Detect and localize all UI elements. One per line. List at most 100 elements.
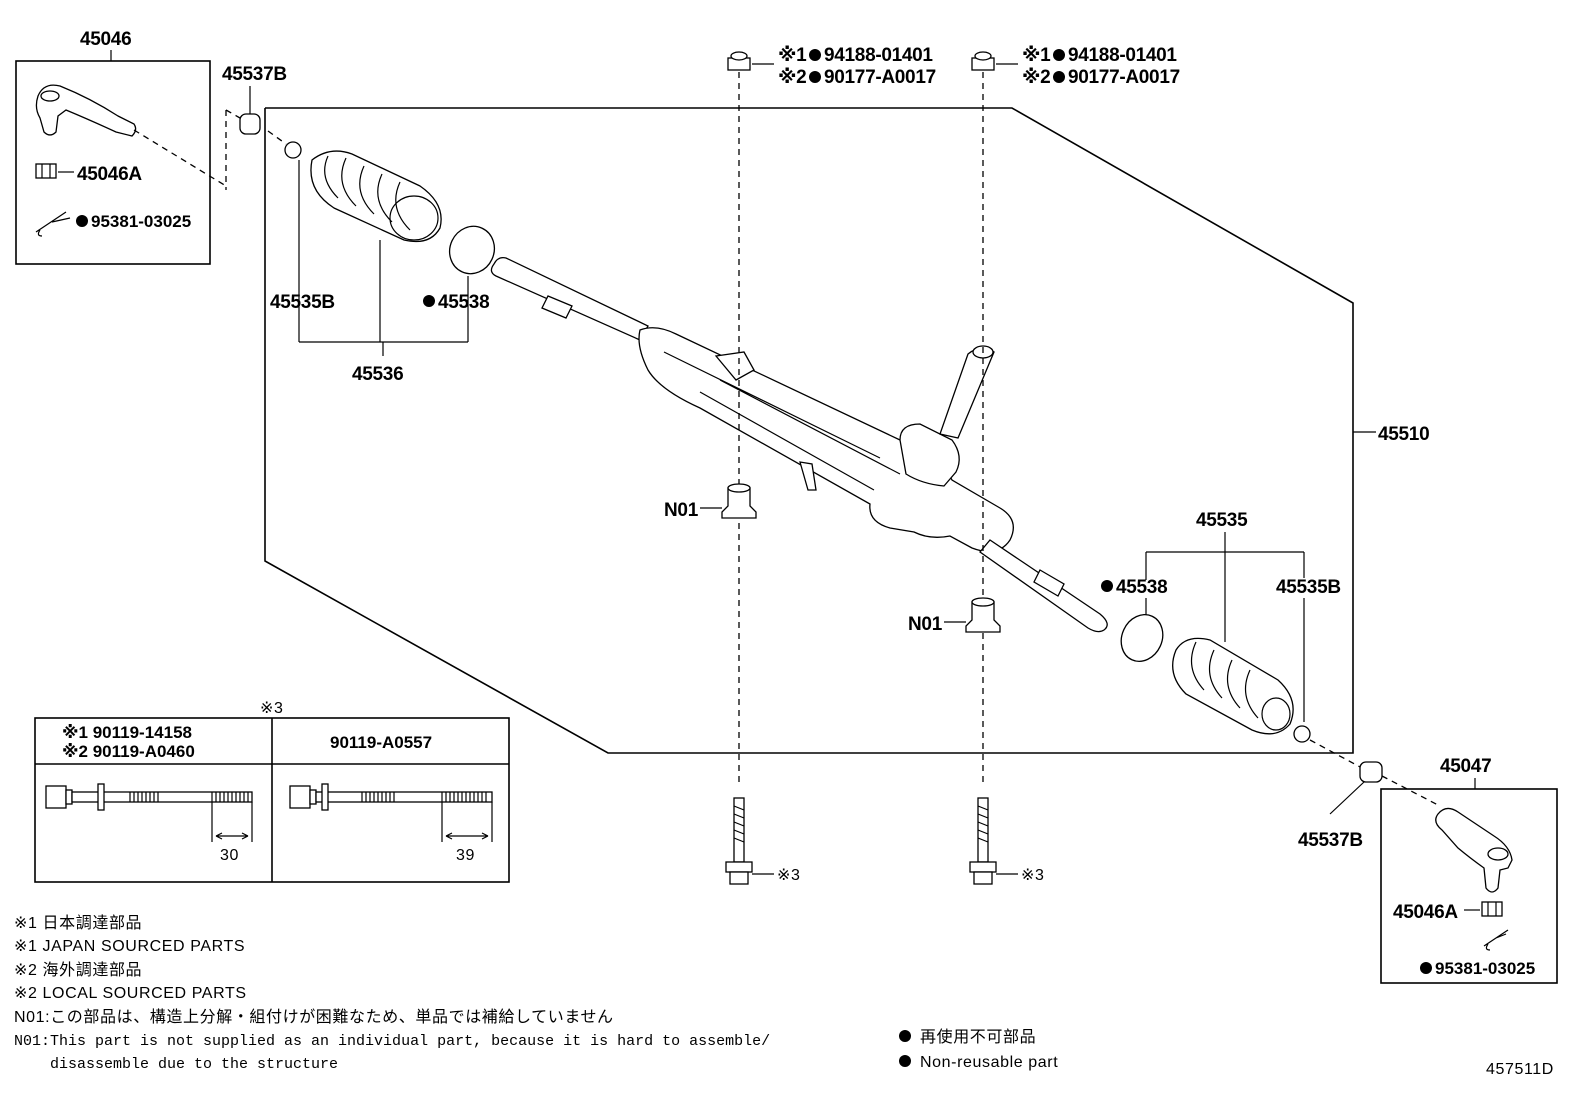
label-cotter-pin-right[interactable]: 95381-03025 (1435, 959, 1535, 978)
assembly-dash-line (1381, 775, 1441, 807)
n01-bushing-left-icon (721, 487, 757, 519)
rack-assembly-outline (264, 107, 1354, 754)
note-2-en: ※2 LOCAL SOURCED PARTS (14, 985, 247, 1002)
boot-right-group: 45535 45538 45535B (1101, 510, 1363, 769)
bolt-detail-1-icon (45, 783, 253, 842)
assembly-dash-line (133, 129, 227, 187)
tie-rod-end-right-group: 45047 45046A 95381-03025 (1380, 756, 1558, 984)
tie-rod-end-right-icon (1435, 807, 1513, 893)
mark-2-top-left: ※2 (778, 67, 806, 88)
non-reusable-dot-icon (809, 49, 821, 61)
label-bushing-left[interactable]: 45537B (222, 64, 287, 85)
dim-1: 30 (220, 847, 239, 864)
boot-clamp-right-icon (1120, 614, 1164, 662)
label-bolt-top-left-1[interactable]: 94188-01401 (824, 45, 934, 66)
n01-bushing-right-icon (965, 601, 1001, 633)
tie-rod-end-left-icon (35, 84, 137, 137)
dim-2: 39 (456, 847, 475, 864)
mark-3-bottom-right: ※3 (1021, 867, 1045, 884)
non-reusable-dot-icon (809, 71, 821, 83)
bushing-right-icon (1359, 761, 1383, 783)
label-clamp-right[interactable]: 45535B (1276, 577, 1341, 598)
nut-top-right-icon (971, 51, 995, 71)
label-tie-rod-end-left[interactable]: 45046 (80, 29, 132, 50)
bushing-right-group: 45537B (1298, 761, 1441, 851)
nut-left-icon (35, 163, 57, 179)
label-clamp-left[interactable]: 45535B (270, 292, 335, 313)
cotter-pin-left-icon (35, 211, 71, 237)
table-col1-line1: ※1 90119-14158 (62, 723, 192, 742)
n01-left-group: N01 (664, 483, 757, 521)
ball-joint-icon (40, 90, 60, 102)
label-n01-right[interactable]: N01 (908, 614, 943, 635)
assembly-dash-line (1309, 739, 1363, 769)
figure-id: 457511D (1486, 1061, 1554, 1078)
non-reusable-dot-icon (1101, 580, 1113, 592)
mark-1-top-left: ※1 (778, 45, 807, 66)
assembly-dash-line (267, 130, 287, 145)
non-reusable-dot-icon (899, 1030, 911, 1042)
label-nut-right[interactable]: 45046A (1393, 902, 1459, 923)
clamp-left-icon (284, 141, 302, 159)
table-col2: 90119-A0557 (330, 733, 432, 752)
label-bolt-top-right-1[interactable]: 94188-01401 (1068, 45, 1178, 66)
label-cotter-pin-left[interactable]: 95381-03025 (91, 212, 191, 231)
assembly-dash-line (225, 109, 241, 119)
legend-en: Non-reusable part (920, 1054, 1058, 1071)
bushing-left-group: 45537B (222, 64, 287, 190)
bolt-detail-table: ※3 ※1 90119-14158 ※2 90119-A0460 90119-A… (34, 700, 510, 883)
tie-rod-end-right-box (1380, 788, 1558, 984)
ball-joint-icon (1487, 847, 1509, 861)
note-n01-en-2: disassemble due to the structure (14, 1056, 338, 1073)
nut-top-left-icon (727, 51, 751, 71)
boot-clamp-left-icon (448, 225, 496, 275)
label-boot-assembly-right[interactable]: 45535 (1196, 510, 1248, 531)
table-header-mark: ※3 (260, 700, 284, 717)
mark-3-bottom-left: ※3 (777, 867, 801, 884)
leader-line (1329, 781, 1365, 815)
label-bolt-top-left-2[interactable]: 90177-A0017 (824, 67, 936, 88)
note-n01-en-1: N01:This part is not supplied as an indi… (14, 1033, 770, 1050)
note-1-jp: ※1 日本調達部品 (14, 914, 142, 932)
bolt-detail-2-icon (289, 783, 493, 842)
legend-jp: 再使用不可部品 (920, 1028, 1036, 1046)
label-n01-left[interactable]: N01 (664, 500, 699, 521)
top-bolt-left-group: ※1 94188-01401 ※2 90177-A0017 (727, 45, 936, 784)
steering-rack-icon (490, 256, 1108, 633)
boot-right-icon (1172, 637, 1294, 735)
note-1-en: ※1 JAPAN SOURCED PARTS (14, 938, 245, 955)
non-reusable-dot-icon (899, 1055, 911, 1067)
note-2-jp: ※2 海外調達部品 (14, 961, 142, 979)
label-bushing-right[interactable]: 45537B (1298, 830, 1363, 851)
label-boot-clamp-left[interactable]: 45538 (438, 292, 490, 313)
non-reusable-dot-icon (1053, 49, 1065, 61)
mark-2-top-right: ※2 (1022, 67, 1050, 88)
boot-left-icon (310, 150, 442, 243)
tie-rod-end-left-group: 45046 45046A 95381-03025 (15, 29, 227, 265)
label-rack-assembly[interactable]: 45510 (1378, 424, 1430, 445)
cotter-pin-right-icon (1483, 929, 1509, 951)
non-reusable-dot-icon (1420, 962, 1432, 974)
label-nut-left[interactable]: 45046A (77, 164, 143, 185)
bottom-bolt-right-group: ※3 (969, 797, 1045, 885)
label-bolt-top-right-2[interactable]: 90177-A0017 (1068, 67, 1180, 88)
note-n01-jp: N01:この部品は、構造上分解・組付けが困難なため、単品では補給していません (14, 1008, 614, 1026)
non-reusable-dot-icon (76, 215, 88, 227)
nut-right-icon (1481, 901, 1503, 917)
mark-1-top-right: ※1 (1022, 45, 1051, 66)
non-reusable-dot-icon (1053, 71, 1065, 83)
clamp-right-icon (1293, 725, 1311, 743)
non-reusable-dot-icon (423, 295, 435, 307)
tie-rod-end-left-box (15, 60, 211, 265)
n01-right-group: N01 (908, 597, 1001, 635)
bushing-left-icon (239, 113, 261, 135)
label-tie-rod-end-right[interactable]: 45047 (1440, 756, 1492, 777)
boot-left-group: 45535B 45538 45536 (267, 130, 496, 385)
bottom-bolt-left-group: ※3 (725, 797, 801, 885)
label-boot-assembly-left[interactable]: 45536 (352, 364, 404, 385)
label-boot-clamp-right[interactable]: 45538 (1116, 577, 1168, 598)
legend: 再使用不可部品 Non-reusable part (899, 1028, 1058, 1071)
table-col1-line2: ※2 90119-A0460 (62, 742, 195, 761)
footnotes: ※1 日本調達部品 ※1 JAPAN SOURCED PARTS ※2 海外調達… (14, 914, 770, 1073)
